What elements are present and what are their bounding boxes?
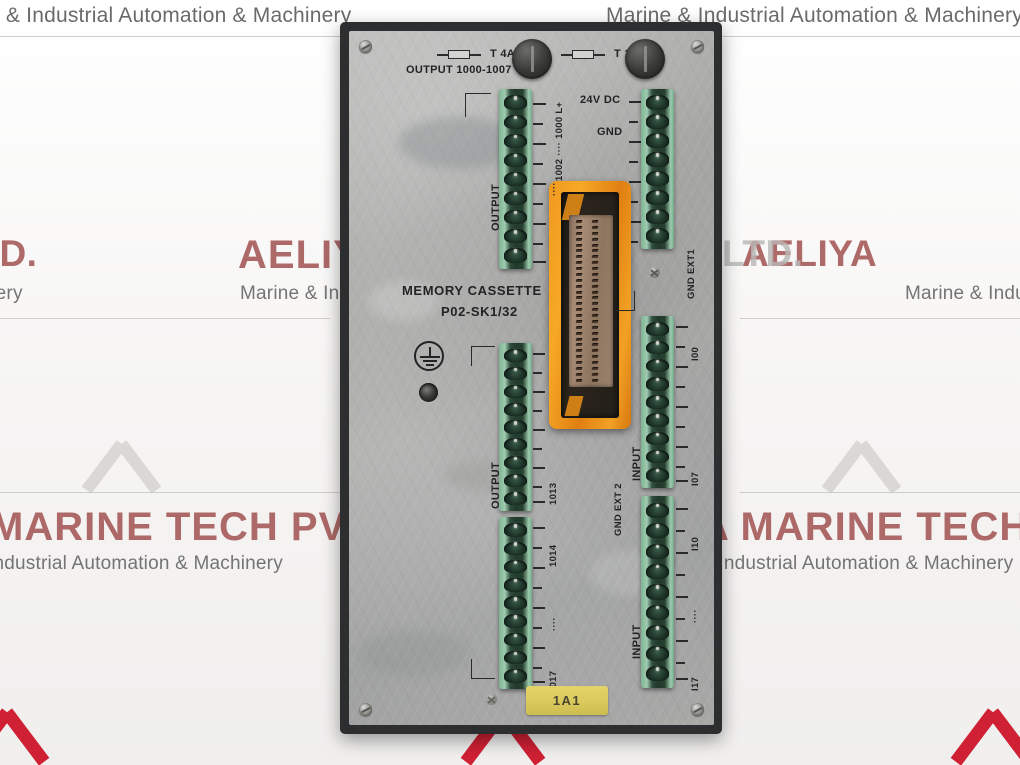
earth-stud-hole	[419, 383, 438, 402]
watermark-ltd-left-sub: chinery	[0, 283, 23, 304]
watermark-rule	[170, 492, 340, 493]
asset-tag-sticker: 1A1	[526, 686, 608, 715]
terminal-ticks-output-mid	[533, 343, 549, 511]
terminal-marker-1014: 1014	[548, 544, 559, 567]
fuse-holder-output[interactable]	[512, 39, 552, 79]
terminal-block-power[interactable]	[641, 89, 674, 249]
watermark-ltd-left: LTD.	[0, 233, 38, 274]
smudge	[359, 631, 469, 676]
watermark-rule	[0, 36, 340, 37]
terminal-ticks-output-bottom	[533, 517, 549, 689]
terminal-marker-1013: 1013	[548, 482, 559, 505]
terminal-group-label-output-mid: OUTPUT	[490, 461, 502, 509]
asset-tag-text: 1A1	[552, 693, 582, 708]
corner-screw-bottom-right	[691, 703, 704, 716]
watermark-sub-bottom-left: Industrial Automation & Machinery	[0, 553, 283, 574]
fuse-symbol-output	[437, 49, 481, 60]
terminal-label-gnd-ext1: GND EXT1	[686, 249, 697, 299]
memory-cassette-part-number: P02-SK1/32	[441, 304, 518, 319]
watermark-rule	[0, 492, 330, 493]
ellipsis-marker-input-bottom: ····	[690, 609, 701, 623]
cassette-pin-header	[569, 215, 613, 387]
protective-earth-icon	[414, 341, 444, 371]
memory-cassette-title: MEMORY CASSETTE	[402, 283, 542, 298]
relay-bracket-output-mid	[471, 346, 495, 366]
corner-screw-top-left	[359, 40, 372, 53]
relay-bracket-output-bottom	[471, 659, 495, 679]
terminal-ticks-output-top	[533, 89, 549, 269]
watermark-brand-mid-right: AELIYA	[742, 233, 878, 274]
terminal-block-output-top[interactable]	[499, 89, 532, 269]
terminal-marker-i00: I00	[690, 346, 701, 361]
terminal-ticks-power	[629, 89, 645, 269]
watermark-rule	[0, 318, 330, 319]
terminal-ticks-input-bottom	[676, 496, 692, 688]
plate-screw	[486, 694, 497, 705]
terminal-group-label-input-top: INPUT	[631, 446, 643, 482]
watermark-ltd-right: LTD.	[722, 233, 804, 274]
corner-screw-bottom-left	[359, 703, 372, 716]
terminal-label-gnd-ext2: GND EXT 2	[613, 483, 624, 536]
memory-cassette-slot[interactable]	[549, 181, 631, 429]
plc-io-module: T 4A OUTPUT 1000-1007 T 1.6A CPU	[340, 22, 722, 734]
watermark-rule	[600, 36, 1020, 37]
cassette-lip	[564, 396, 584, 416]
watermark-rule	[740, 318, 1020, 319]
fuse-symbol-cpu	[561, 49, 605, 60]
watermark-brand-bottom-right: A MARINE TECH PVT	[700, 505, 1020, 549]
terminal-marker-i07: I07	[690, 471, 701, 486]
ellipsis-marker-output-mid: ····	[549, 182, 560, 196]
watermark-sub-mid-right: Marine & Industrial	[905, 283, 1020, 304]
relay-bracket-leg	[465, 93, 466, 117]
terminal-block-input-top[interactable]	[641, 316, 674, 488]
terminal-ticks-input-top	[676, 316, 692, 488]
terminal-marker-i17: I17	[690, 676, 701, 691]
terminal-block-output-bottom[interactable]	[499, 517, 532, 689]
relay-bracket-output-top	[465, 93, 491, 115]
watermark-sub-bottom-right: & Industrial Automation & Machinery	[700, 553, 1014, 574]
cassette-well	[561, 192, 619, 418]
terminal-marker-i10: I10	[690, 536, 701, 551]
watermark-tagline-top-right: Marine & Industrial Automation & Machine…	[606, 4, 1020, 27]
terminal-block-output-mid[interactable]	[499, 343, 532, 511]
input-bracket-top	[615, 291, 635, 311]
ellipsis-marker-output-bottom: ····	[549, 617, 560, 631]
terminal-block-input-bottom[interactable]	[641, 496, 674, 688]
module-faceplate: T 4A OUTPUT 1000-1007 T 1.6A CPU	[349, 31, 714, 725]
plate-screw	[649, 267, 660, 278]
corner-screw-top-right	[691, 40, 704, 53]
fuse-circuit-output: OUTPUT 1000-1007	[406, 64, 512, 76]
terminal-range-output-top: 1002 ···· 1000 L+	[554, 101, 565, 181]
fuse-holder-cpu[interactable]	[625, 39, 665, 79]
fuse-rating-output: T 4A	[490, 48, 516, 60]
watermark-rule	[740, 492, 1020, 493]
power-ground-label: GND	[597, 126, 623, 138]
terminal-group-label-output-top: OUTPUT	[490, 183, 502, 231]
power-supply-label: 24V DC	[580, 94, 621, 106]
watermark-tagline-top-left: e & Industrial Automation & Machinery	[0, 4, 352, 27]
terminal-group-label-input-bottom: INPUT	[631, 624, 643, 660]
